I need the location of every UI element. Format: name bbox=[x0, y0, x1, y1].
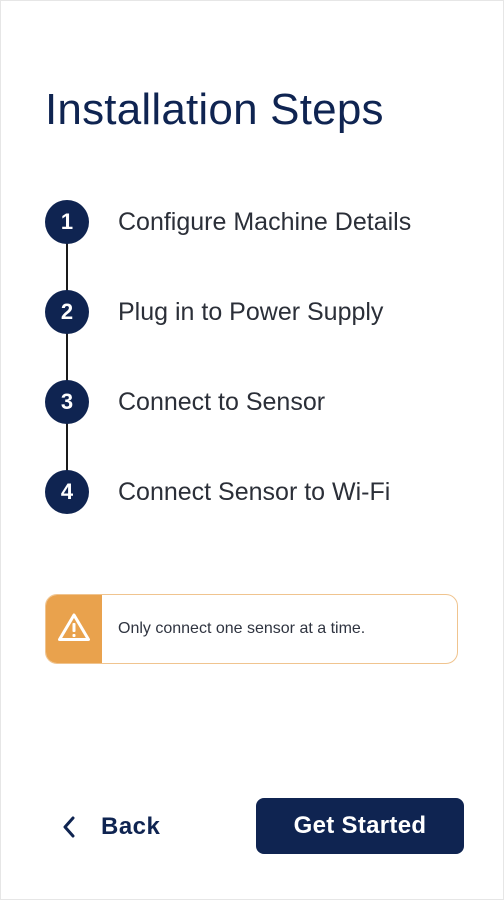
step-label: Connect Sensor to Wi-Fi bbox=[118, 477, 391, 506]
step-item-1: 1 Configure Machine Details bbox=[45, 199, 485, 245]
chevron-left-icon bbox=[59, 815, 79, 839]
steps-connector-line bbox=[66, 223, 68, 493]
alert-icon-container bbox=[46, 595, 102, 663]
back-button[interactable]: Back bbox=[59, 801, 160, 853]
step-item-4: 4 Connect Sensor to Wi-Fi bbox=[45, 469, 485, 515]
step-number-badge: 4 bbox=[45, 470, 89, 514]
step-item-3: 3 Connect to Sensor bbox=[45, 379, 485, 425]
warning-alert: Only connect one sensor at a time. bbox=[45, 594, 458, 664]
step-label: Plug in to Power Supply bbox=[118, 297, 384, 326]
back-button-label: Back bbox=[101, 813, 161, 840]
step-label: Connect to Sensor bbox=[118, 387, 326, 416]
alert-message: Only connect one sensor at a time. bbox=[118, 620, 366, 637]
page-title: Installation Steps bbox=[45, 85, 384, 134]
step-label: Configure Machine Details bbox=[118, 207, 412, 236]
steps-list: 1 Configure Machine Details 2 Plug in to… bbox=[45, 199, 485, 519]
step-item-2: 2 Plug in to Power Supply bbox=[45, 289, 485, 335]
step-number-badge: 3 bbox=[45, 380, 89, 424]
warning-triangle-icon bbox=[57, 612, 91, 647]
get-started-button[interactable]: Get Started bbox=[256, 798, 464, 854]
step-number-badge: 2 bbox=[45, 290, 89, 334]
step-number-badge: 1 bbox=[45, 200, 89, 244]
